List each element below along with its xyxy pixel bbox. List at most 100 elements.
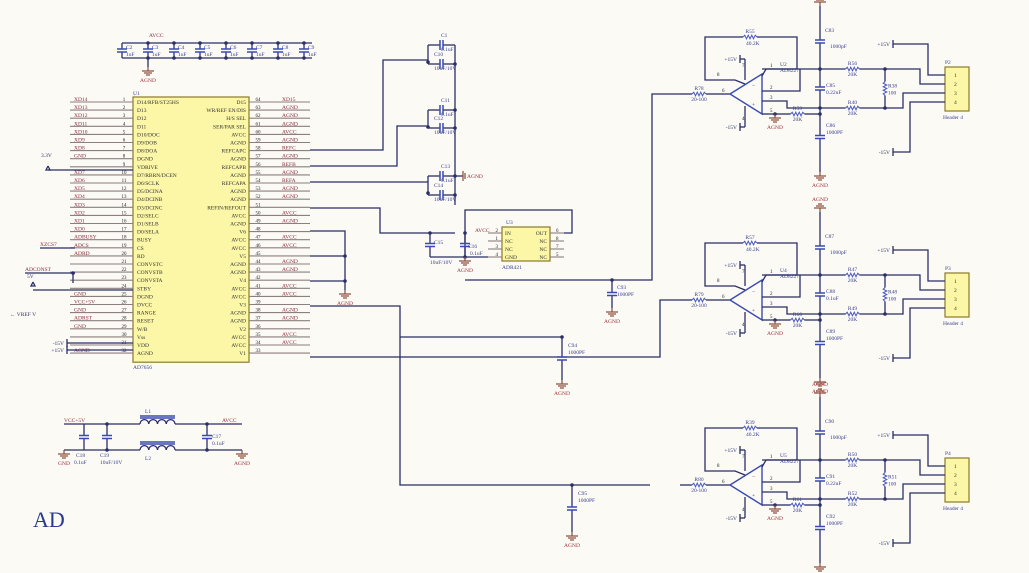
pin-name: AGND [230, 311, 246, 317]
junction-dot [205, 422, 209, 426]
pin-number: 44 [256, 260, 262, 265]
pin-name: D3/DCINC [137, 205, 163, 211]
pin-name: V5 [239, 254, 246, 260]
ground-symbol: AGND [604, 308, 620, 325]
header-body [944, 66, 970, 112]
power-flag-label: -15V [879, 541, 890, 547]
pin-net-label: AVCC [282, 283, 297, 289]
pin-net-label: AVCC [282, 235, 297, 241]
pin-number: 2 [770, 86, 773, 91]
cap-ref: C95 [578, 491, 587, 497]
header-pin-number: 2 [954, 82, 957, 88]
pin-net-label: AVCC [282, 129, 297, 135]
chip-ref: U1 [133, 91, 140, 97]
ground-symbol: AGND [767, 505, 783, 522]
pin-net-label: XD2 [74, 210, 85, 216]
pin-net-label: XD13 [74, 105, 88, 111]
pin-number: 6 [123, 139, 126, 144]
pin-number: 6 [722, 89, 725, 94]
res-value: 100 [888, 91, 897, 97]
ground-label: AGND [140, 78, 156, 84]
res-value: 20K [793, 117, 803, 123]
pin-net-label: AGND [282, 219, 298, 225]
pin-name: DGND [137, 294, 153, 300]
net-label-vcc5v: VCC+5V [64, 418, 85, 424]
cap-ref: C5 [204, 45, 211, 51]
power-flag: -15V [726, 514, 741, 522]
header-wire [893, 307, 945, 359]
res-value: 40.2K [746, 41, 760, 47]
junction-dot [198, 41, 202, 45]
pin-name: D12 [137, 116, 147, 122]
pin-number: 29 [122, 325, 128, 330]
pin-number: 5 [770, 315, 773, 320]
pin-net-label: REFB [282, 162, 296, 168]
cap-value: 10uF/10V [430, 260, 452, 266]
res-ref: R40 [848, 100, 857, 106]
header-body [944, 272, 970, 318]
pin-name: REFCAPC [222, 149, 247, 155]
pin-number: 9 [123, 163, 126, 168]
cap-value: 1uF [204, 52, 213, 58]
pin-number: 55 [256, 171, 262, 176]
pin-number: 38 [256, 309, 262, 314]
opamp-part: AD8227 [780, 68, 799, 74]
opamp-part: AD8227 [780, 459, 799, 465]
opamp-minus: − [752, 83, 755, 89]
pin-number: 8 [717, 464, 720, 469]
inductor-coil [139, 444, 150, 451]
cap-value: 0.1uF [470, 251, 483, 257]
opamp-part: AD8227 [780, 274, 799, 280]
cap-ref: C9 [308, 45, 315, 51]
pin-number: 5 [770, 500, 773, 505]
power-flag-label: -15V [879, 150, 890, 156]
pin-name: NC [505, 247, 513, 253]
power-flag-label: +15V [724, 57, 737, 63]
junction-dot [250, 41, 254, 45]
cap-value: 0.22uF [826, 90, 841, 96]
pin-number: 3 [496, 245, 499, 250]
opamp-body [728, 72, 763, 116]
opamp-ref: U4 [780, 268, 787, 274]
ground-symbol: AGND [554, 380, 570, 397]
ground-symbol: AGND [812, 197, 828, 212]
cap-ref: C6 [230, 45, 237, 51]
refin-wire [310, 207, 455, 234]
header-pin-number: 2 [954, 473, 957, 479]
cap-ref: C12 [434, 116, 443, 122]
pin-name: V2 [239, 327, 246, 333]
pin-net-label: AGND [282, 259, 298, 265]
power-flag: +15V [724, 55, 741, 63]
cap-ref: C13 [441, 164, 450, 170]
pin-number: 41 [256, 284, 262, 289]
pin-number: 4 [742, 117, 745, 122]
pin-name: D11 [137, 124, 147, 130]
wire [762, 275, 801, 298]
cap-value: 1000PF [826, 336, 843, 342]
pin-number: 7 [742, 455, 745, 460]
cap-ref: C4 [178, 45, 185, 51]
pin-number: 3 [123, 114, 126, 119]
header-wire [885, 92, 945, 109]
power-flag-label: -15V [726, 516, 737, 522]
pin-name: AVCC [231, 335, 246, 341]
pin-net-label: XD11 [74, 121, 87, 127]
net-label-xzcs7: XZCS7 [40, 242, 57, 248]
channel-1: R7820-100−+6U2AD8227R5540.2K8+15V7-15V41… [680, 0, 970, 189]
ground-symbol: AGND [814, 0, 826, 6]
pin-net-label: XD8 [74, 146, 85, 152]
pin-net-label: AGND [282, 308, 298, 314]
pin-number: 4 [123, 122, 126, 127]
pin-name: REFCAPB [222, 165, 247, 171]
feedback-wire [704, 36, 746, 85]
pin-name: DGND [137, 157, 153, 163]
ground-symbol: AGND [457, 257, 473, 274]
net-label-avcc: AVCC [149, 33, 164, 39]
channel-2: R7920-100−+6U4AD8227R5740.2K8+15V7-15V41… [680, 197, 970, 395]
pin-number: 28 [122, 317, 128, 322]
wire [762, 306, 820, 315]
ground-symbol: AGND [812, 382, 828, 397]
junction-dot [343, 279, 347, 283]
pin-number: 47 [256, 236, 262, 241]
cap-value: 1uF [126, 52, 135, 58]
